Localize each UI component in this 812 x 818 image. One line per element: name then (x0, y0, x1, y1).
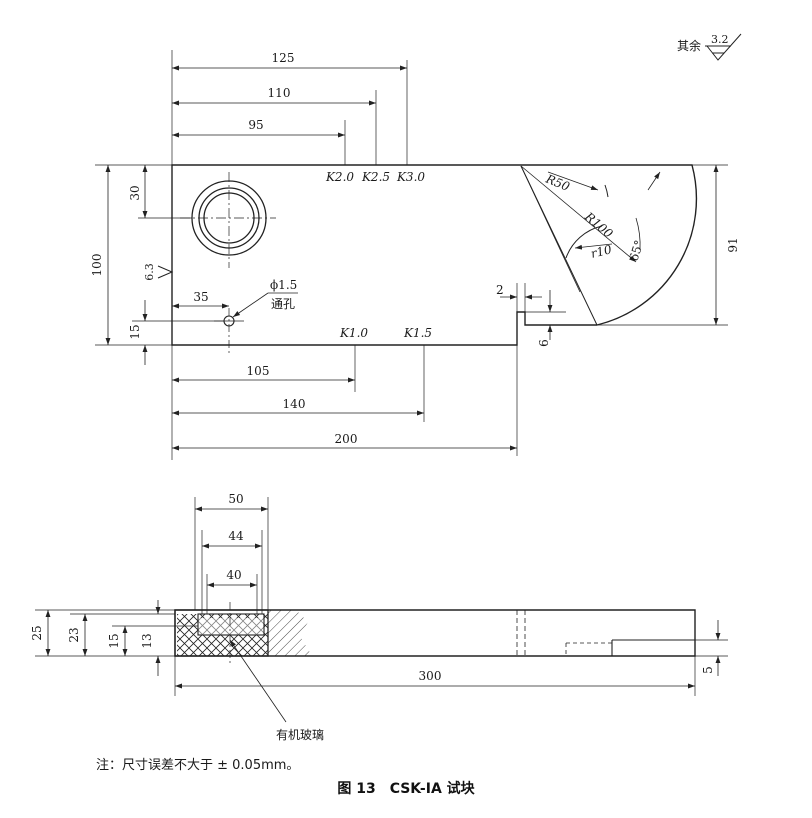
side-view-labels: 50 44 40 25 23 15 13 300 5 有机玻璃 (30, 492, 715, 742)
radius-r50: R50 (543, 171, 572, 194)
figure-number: 图 13 (337, 781, 376, 797)
figure-title: CSK-IA 试块 (389, 781, 475, 797)
dim-30: 30 (128, 185, 142, 200)
top-view (95, 50, 728, 460)
dim-step-2: 2 (496, 283, 504, 297)
side-view (35, 497, 728, 723)
dim-105: 105 (247, 364, 270, 378)
dim-91: 91 (726, 237, 740, 252)
roughness-label: 其余 (677, 38, 701, 53)
arc-label-k2-5: K2.5 (361, 170, 390, 184)
dim-13: 13 (140, 633, 154, 648)
dim-15-side: 15 (107, 633, 121, 648)
arc-label-k1-5: K1.5 (403, 326, 432, 340)
dim-15: 15 (128, 324, 142, 339)
dim-5: 5 (701, 666, 715, 674)
dim-140: 140 (283, 397, 306, 411)
radius-r100: R100 (581, 209, 616, 241)
dim-35: 35 (193, 290, 208, 304)
dim-300: 300 (419, 669, 442, 683)
dim-40: 40 (226, 568, 241, 582)
arc-label-k1-0: K1.0 (339, 326, 368, 340)
dim-100: 100 (90, 254, 104, 277)
figure-caption: 图 13 CSK-IA 试块 (0, 778, 812, 798)
arc-label-k2-0: K2.0 (325, 170, 354, 184)
roughness-value: 3.2 (711, 33, 729, 46)
dim-23: 23 (67, 627, 81, 642)
dim-125: 125 (272, 51, 295, 65)
material-label: 有机玻璃 (276, 728, 324, 742)
dim-110: 110 (268, 86, 291, 100)
block-outline (171, 164, 698, 346)
tolerance-note: 注：尺寸误差不大于 ± 0.05mm。 (96, 758, 300, 773)
dim-44: 44 (228, 529, 244, 543)
dim-step-6: 6 (537, 339, 551, 347)
arc-label-k3-0: K3.0 (396, 170, 425, 184)
hole-note: 通孔 (271, 297, 295, 311)
top-view-labels: 125 110 95 K2.0 K2.5 K3.0 K1.0 K1.5 105 … (90, 51, 740, 446)
angle-65: 65° (627, 238, 647, 263)
roughness-mark: 其余 3.2 (677, 33, 742, 61)
radius-r10: r10 (589, 242, 613, 261)
hole-diameter: ϕ1.5 (270, 278, 297, 292)
dim-50: 50 (228, 492, 243, 506)
dim-95: 95 (248, 118, 263, 132)
dim-200: 200 (335, 432, 358, 446)
dim-25: 25 (30, 625, 44, 640)
surface-roughness-6-3: 6.3 (143, 263, 156, 281)
